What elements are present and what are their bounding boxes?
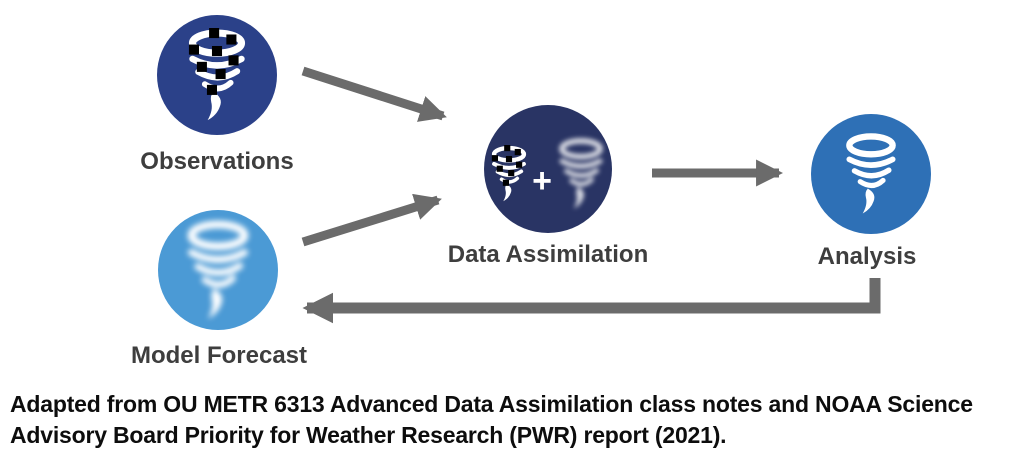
arrow-model-forecast-to-da bbox=[301, 193, 442, 247]
caption: Adapted from OU METR 6313 Advanced Data … bbox=[10, 389, 973, 450]
caption-line-1: Adapted from OU METR 6313 Advanced Data … bbox=[10, 391, 973, 417]
blurred-tornado-icon bbox=[179, 219, 257, 322]
arrow-observations-to-da bbox=[301, 66, 447, 122]
observations-circle bbox=[157, 15, 277, 135]
analysis-circle bbox=[811, 114, 931, 234]
model-forecast-label: Model Forecast bbox=[130, 342, 308, 369]
plus-sign: + bbox=[532, 162, 552, 200]
small-blurred-tornado-icon bbox=[553, 137, 609, 211]
small-pixelated-tornado-icon bbox=[487, 145, 531, 203]
arrow-analysis-to-model-forecast bbox=[302, 278, 881, 324]
model-forecast-circle bbox=[158, 210, 278, 330]
tornado-icon bbox=[839, 132, 903, 216]
analysis-label: Analysis bbox=[817, 243, 917, 270]
da-icon-group: + bbox=[487, 127, 609, 211]
observations-label: Observations bbox=[140, 148, 294, 175]
pixelated-tornado-icon bbox=[181, 28, 253, 123]
caption-line-2: Advisory Board Priority for Weather Rese… bbox=[10, 422, 727, 448]
data-assimilation-label: Data Assimilation bbox=[447, 241, 649, 268]
data-assimilation-circle: + bbox=[484, 105, 612, 233]
